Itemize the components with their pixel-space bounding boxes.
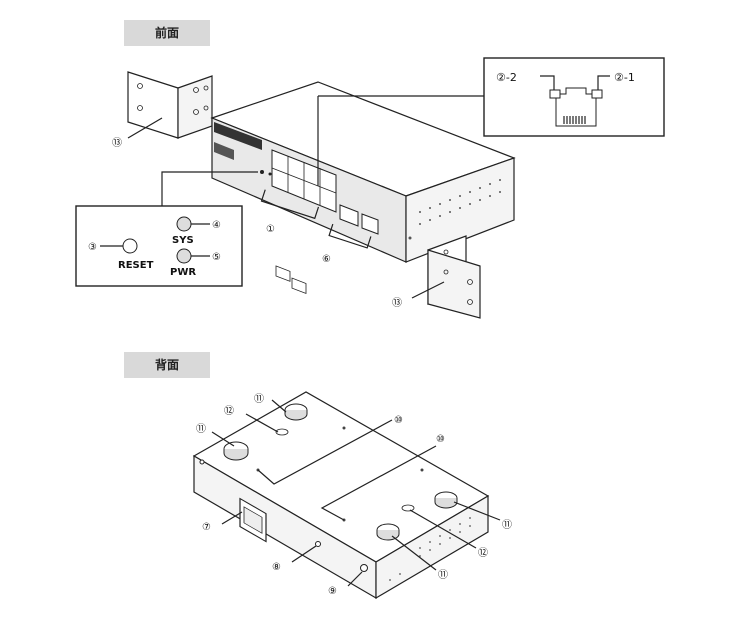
- pwr-led: [176, 248, 192, 264]
- switch-body-back: [192, 391, 490, 600]
- callout-bracket-1: [260, 189, 320, 220]
- callout-line-2-1: [597, 75, 610, 90]
- callout-6: ⑥: [322, 254, 331, 265]
- callout-2-1: ②-1: [614, 71, 635, 84]
- callout-5: ⑤: [212, 252, 221, 263]
- callout-line-13a: [127, 117, 163, 139]
- sys-label: SYS: [172, 235, 194, 246]
- callout-11c: ⑪: [502, 519, 512, 531]
- callout-line-led-inset: [161, 171, 258, 206]
- callout-4: ④: [212, 220, 221, 231]
- callout-10b: ⑩: [436, 434, 445, 445]
- callout-10a: ⑩: [394, 415, 403, 426]
- rack-mount-bracket-right: [427, 235, 481, 319]
- reset-label: RESET: [118, 260, 154, 271]
- callout-9: ⑨: [328, 586, 337, 597]
- callout-12a: ⑫: [224, 405, 234, 417]
- callout-3: ③: [88, 242, 97, 253]
- lan-ports: [275, 265, 307, 295]
- switch-body-front: [210, 81, 516, 295]
- callout-13b: ⑬: [392, 297, 402, 309]
- callout-11b: ⑪: [196, 423, 206, 435]
- pwr-label: PWR: [170, 267, 196, 278]
- sys-led: [176, 216, 192, 232]
- callout-11a: ⑪: [254, 393, 264, 405]
- back-section-label: 背面: [124, 352, 210, 378]
- callout-line-2-2: [540, 75, 555, 90]
- callout-bracket-6: [328, 223, 372, 249]
- rack-mount-bracket-left: [127, 71, 213, 139]
- callout-7: ⑦: [202, 522, 211, 533]
- callout-line-13b: [411, 281, 445, 299]
- front-section-label: 前面: [124, 20, 210, 46]
- callout-11d: ⑪: [438, 569, 448, 581]
- callout-1: ①: [266, 224, 275, 235]
- callout-8: ⑧: [272, 562, 281, 573]
- callout-2-2: ②-2: [496, 71, 517, 84]
- reset-button: [122, 238, 138, 254]
- callout-13a: ⑬: [112, 137, 122, 149]
- callout-12b: ⑫: [478, 547, 488, 559]
- rj45-port-icon: [549, 87, 603, 127]
